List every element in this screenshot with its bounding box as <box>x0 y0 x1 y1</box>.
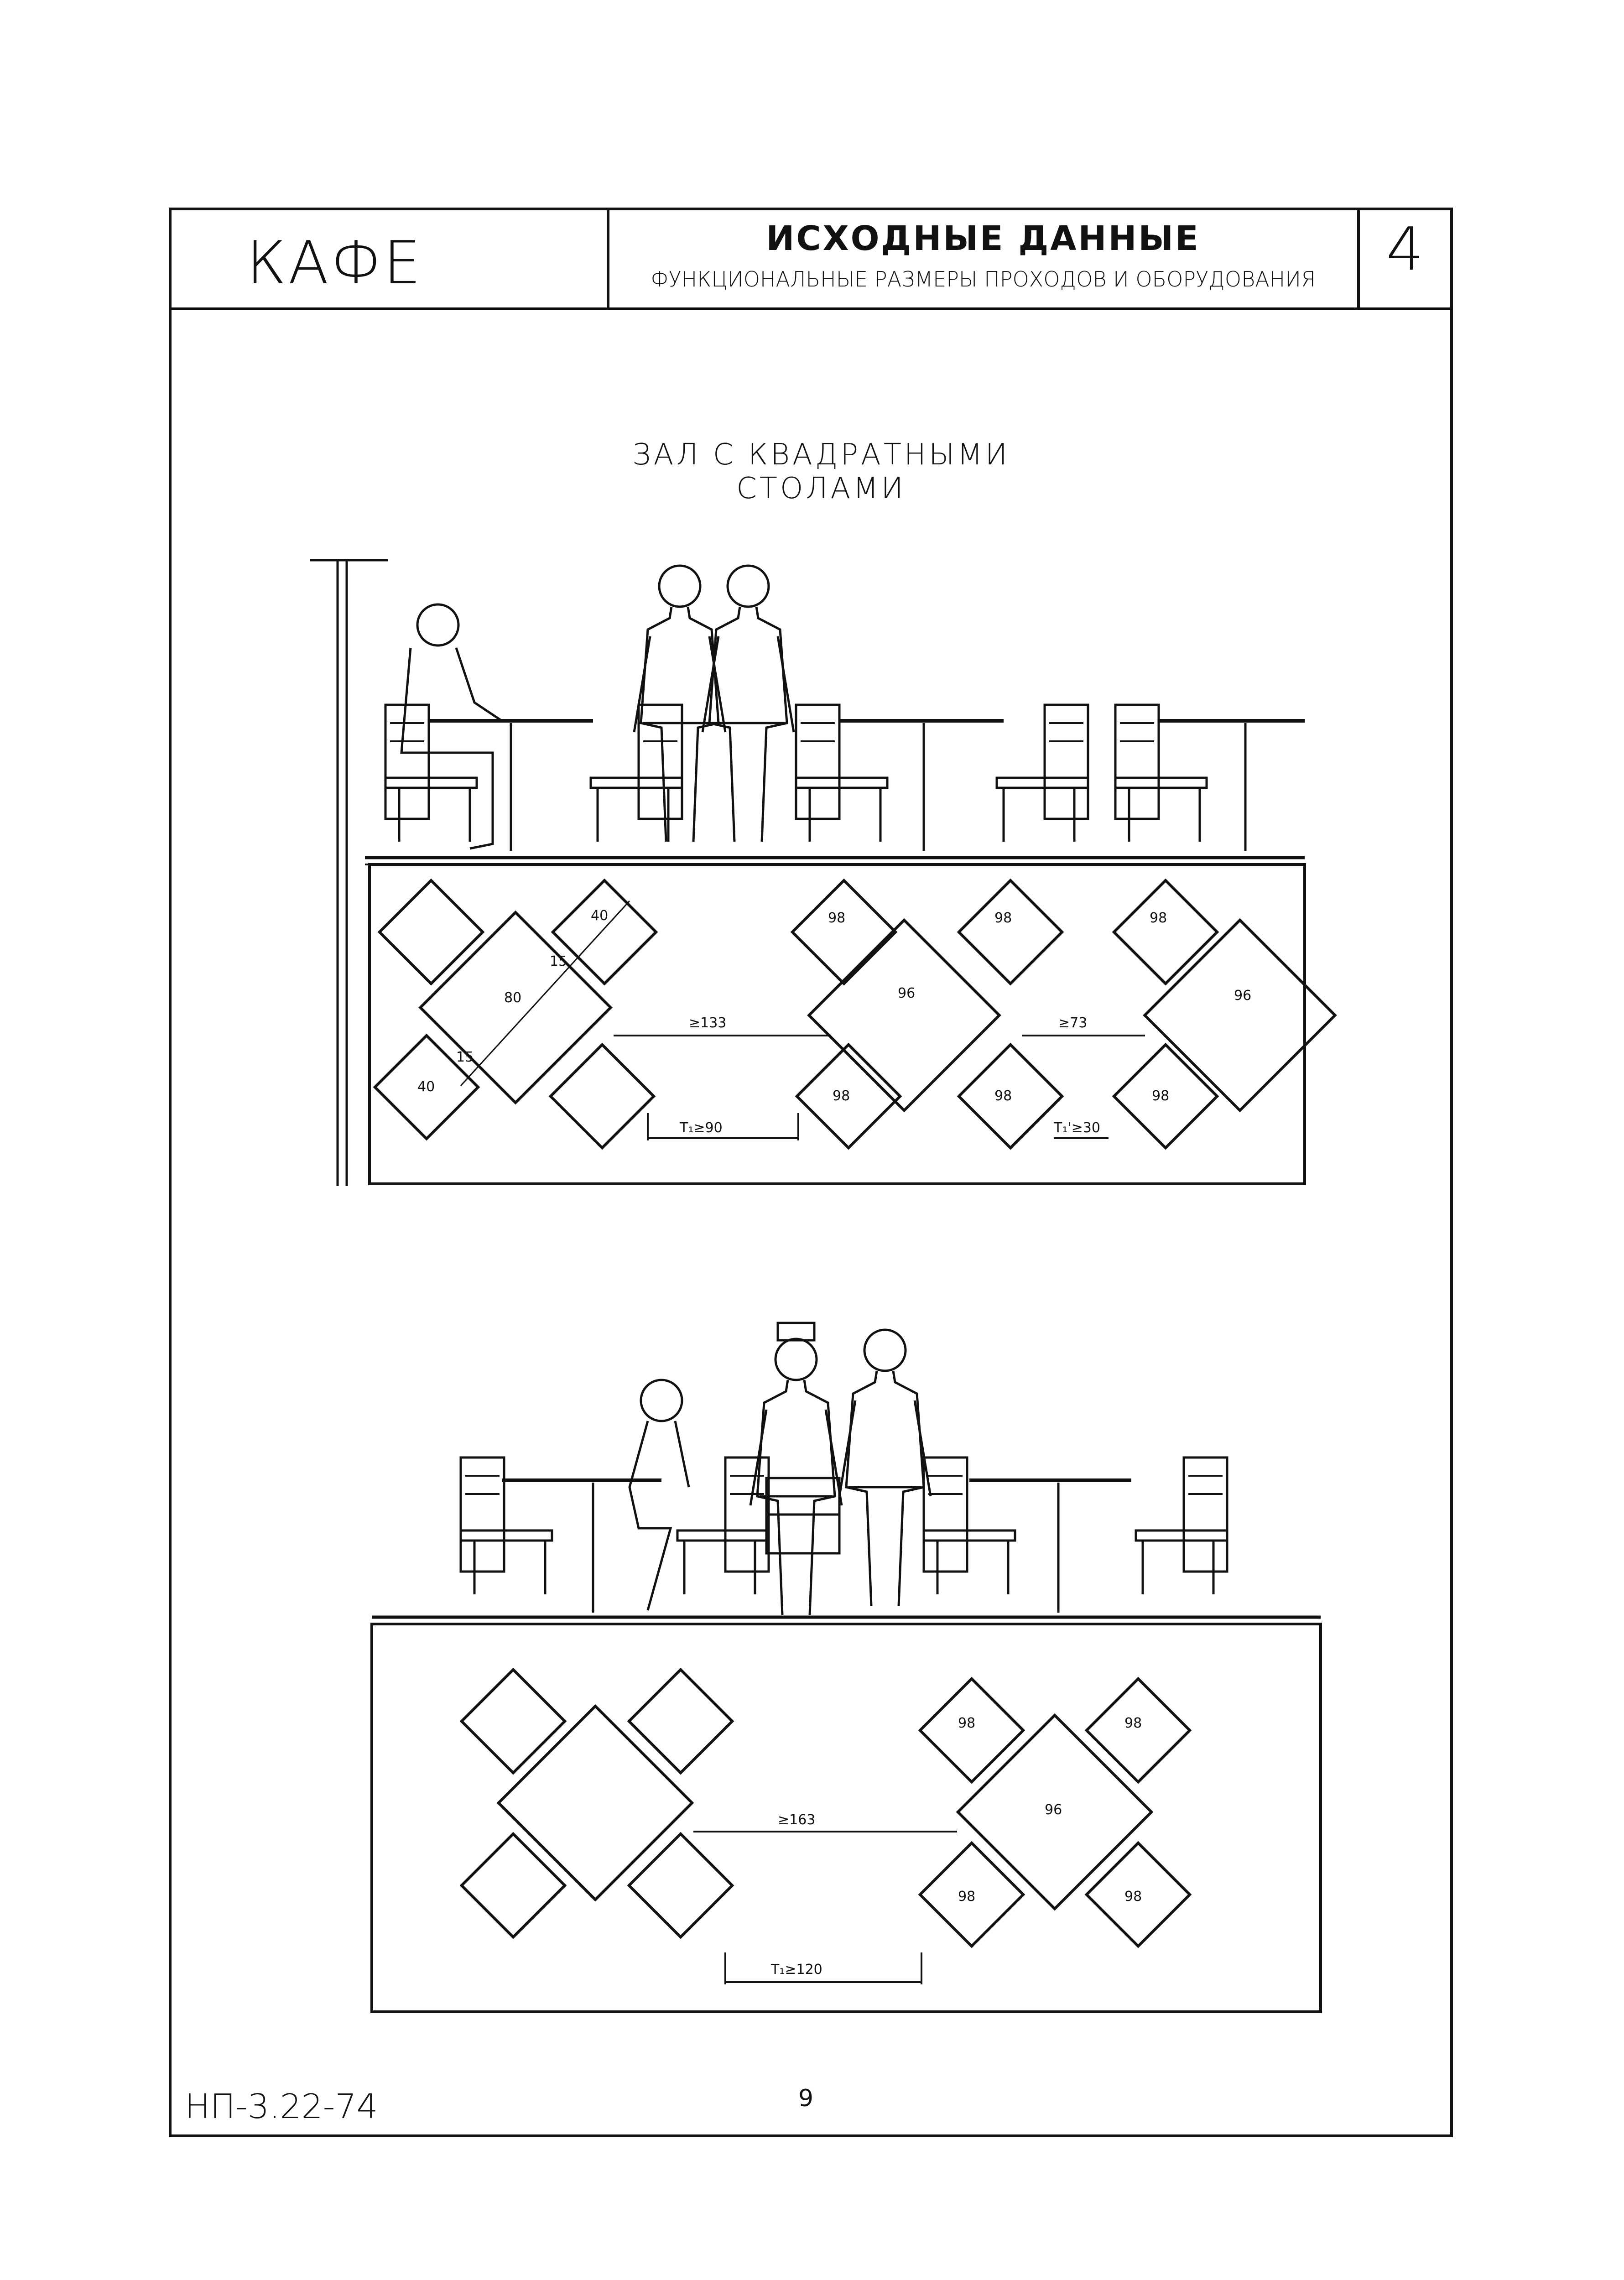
dim-163: ≥163 <box>778 1812 816 1828</box>
plan-2 <box>370 1623 1322 2013</box>
table-label-96: 96 <box>1234 988 1252 1004</box>
section-title: ЗАЛ С КВАДРАТНЫМИ СТОЛАМИ <box>632 438 1010 505</box>
dim-15-b: 15 <box>456 1049 474 1065</box>
dim-t90: T₁≥90 <box>680 1120 723 1136</box>
dim-73: ≥73 <box>1058 1015 1088 1031</box>
dim-40-bottom: 40 <box>417 1079 435 1095</box>
chair-label-98: 98 <box>1152 1088 1170 1104</box>
chair-label-98: 98 <box>958 1889 976 1905</box>
cafe-title: КАФЕ <box>246 228 423 297</box>
drawing-frame <box>169 208 1453 2137</box>
plan-1 <box>368 863 1337 1185</box>
sub-title: ФУНКЦИОНАЛЬНЫЕ РАЗМЕРЫ ПРОХОДОВ И ОБОРУД… <box>651 267 1316 292</box>
page-number: 9 <box>798 2085 814 2112</box>
chair-label-98: 98 <box>1124 1889 1142 1905</box>
dim-15-a: 15 <box>550 953 567 969</box>
main-title: ИСХОДНЫЕ ДАННЫЕ <box>766 219 1200 258</box>
dim-80: 80 <box>504 990 522 1006</box>
title-divider-2 <box>1357 208 1360 310</box>
chair-label-98: 98 <box>994 910 1012 926</box>
dim-t120: T₁≥120 <box>771 1962 822 1978</box>
document-code: НП-3.22-74 <box>185 2087 378 2126</box>
table-label-96: 96 <box>898 985 916 1001</box>
dim-133: ≥133 <box>689 1015 727 1031</box>
elevation-2 <box>372 1322 1321 1625</box>
chair-label-98: 98 <box>833 1088 850 1104</box>
dim-t30: T₁'≥30 <box>1054 1120 1100 1136</box>
title-divider-1 <box>607 208 609 310</box>
chair-label-98: 98 <box>1150 910 1167 926</box>
table-label-96: 96 <box>1045 1802 1062 1818</box>
dim-40-top: 40 <box>591 908 609 924</box>
chair-label-98: 98 <box>828 910 846 926</box>
chair-label-98: 98 <box>994 1088 1012 1104</box>
chair-label-98: 98 <box>958 1715 976 1731</box>
sheet-number: 4 <box>1386 214 1424 284</box>
title-block <box>169 208 1453 310</box>
chair-label-98: 98 <box>1124 1715 1142 1731</box>
